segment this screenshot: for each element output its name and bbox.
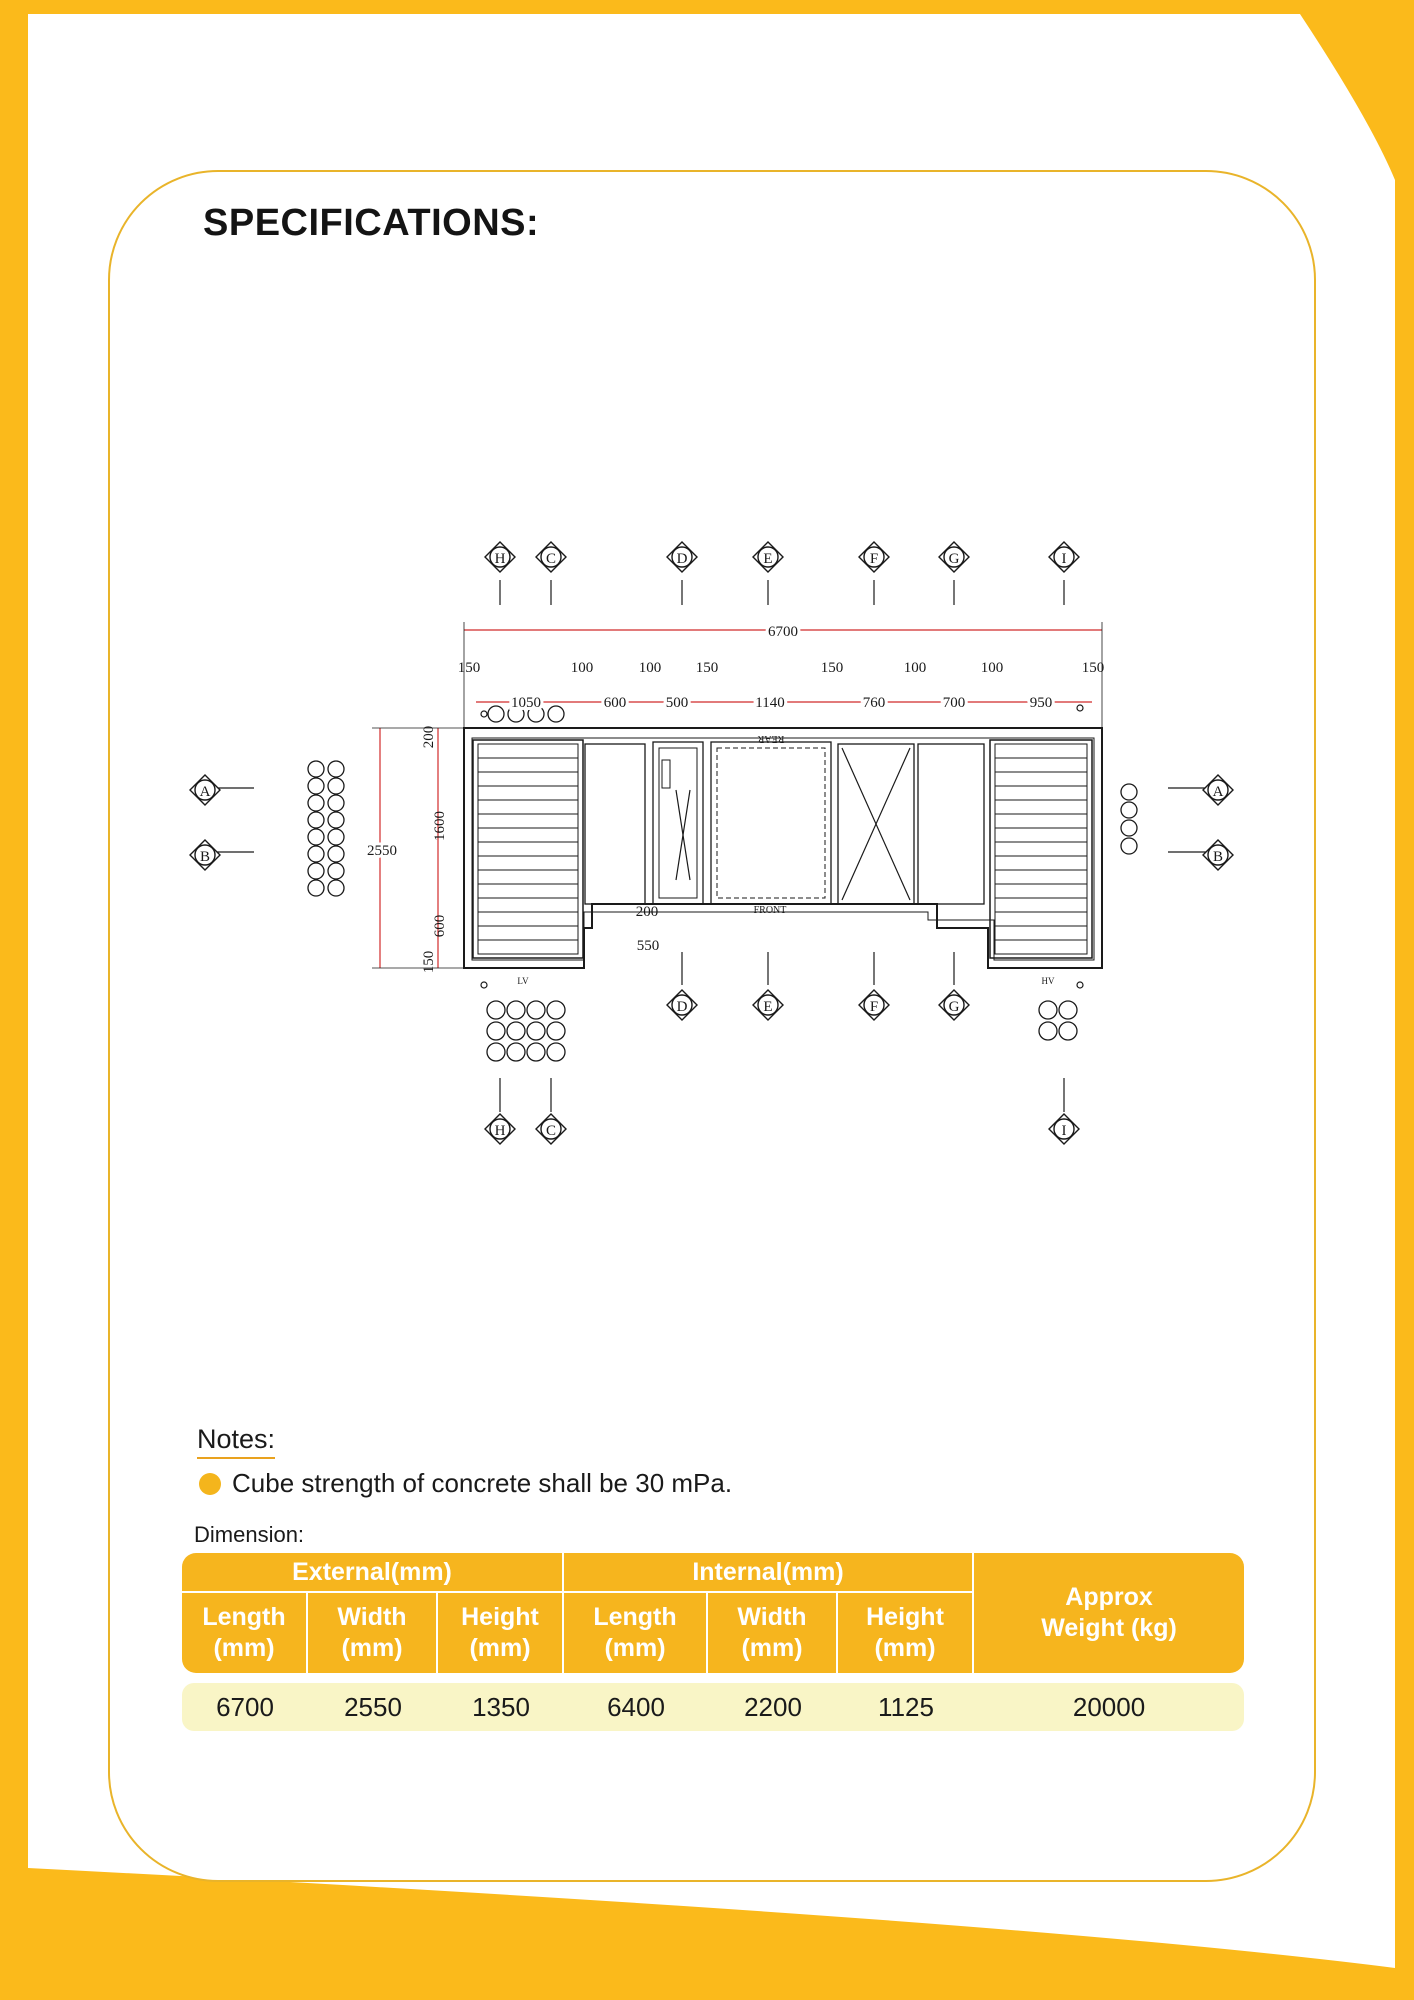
- hv-label: HV: [1042, 976, 1055, 986]
- section-marker-right-a: A: [1213, 784, 1224, 800]
- bottom-depth-label: 550: [637, 938, 660, 954]
- top-offset-label-8: 150: [1082, 660, 1105, 676]
- notes-heading: Notes:: [197, 1424, 276, 1459]
- segment-label-1: 1050: [511, 695, 541, 711]
- internal-height-header: Height (mm): [838, 1593, 975, 1673]
- internal-length-header: Length (mm): [564, 1593, 708, 1673]
- top-offset-label-6: 100: [904, 660, 927, 676]
- internal-width-header: Width (mm): [708, 1593, 838, 1673]
- top-offset-label-5: 150: [821, 660, 844, 676]
- top-offset-label-1: 150: [458, 660, 481, 676]
- section-marker-top-i: I: [1062, 551, 1067, 567]
- top-offset-label-2: 100: [571, 660, 594, 676]
- section-marker-top-g: G: [949, 551, 960, 567]
- section-marker-bottom-h: H: [495, 1123, 506, 1139]
- internal-length-value: 6400: [564, 1683, 708, 1731]
- internal-width-value: 2200: [708, 1683, 838, 1731]
- left-stack-label-3: 600: [432, 915, 448, 938]
- external-length-value: 6700: [182, 1683, 308, 1731]
- top-offset-label-3: 100: [639, 660, 662, 676]
- left-stack-label-2: 1600: [432, 811, 448, 841]
- top-offset-label-7: 100: [981, 660, 1004, 676]
- segment-label-2: 600: [604, 695, 627, 711]
- external-length-header: Length (mm): [182, 1593, 308, 1673]
- left-stack-label-4: 150: [421, 951, 437, 974]
- section-marker-top-d: D: [677, 551, 688, 567]
- bullet-icon: [199, 1472, 221, 1495]
- section-marker-bottom-e: E: [763, 999, 772, 1015]
- external-width-value: 2550: [308, 1683, 438, 1731]
- section-marker-bottom-f: F: [870, 999, 878, 1015]
- internal-group-header: Internal(mm): [564, 1553, 975, 1593]
- section-marker-bottom-d: D: [677, 999, 688, 1015]
- section-marker-left-a: A: [200, 784, 211, 800]
- external-width-header: Width (mm): [308, 1593, 438, 1673]
- internal-height-value: 1125: [838, 1683, 975, 1731]
- overall-width-label: 2550: [367, 843, 397, 859]
- page-title: SPECIFICATIONS:: [203, 202, 540, 244]
- segment-label-7: 950: [1030, 695, 1053, 711]
- segment-label-6: 700: [943, 695, 966, 711]
- note-text: Cube strength of concrete shall be 30 mP…: [232, 1468, 733, 1498]
- external-height-header: Height (mm): [438, 1593, 564, 1673]
- floor-plan-drawing: H C D E F G I A B A B D E F G H C I 6700…: [189, 541, 1234, 1145]
- overall-length-label: 6700: [768, 624, 798, 640]
- segment-label-3: 500: [666, 695, 689, 711]
- rear-label: REAR: [757, 733, 784, 744]
- section-marker-top-f: F: [870, 551, 878, 567]
- dimension-heading: Dimension:: [194, 1522, 305, 1547]
- section-marker-right-b: B: [1213, 849, 1223, 865]
- left-stack-label-1: 200: [421, 726, 437, 749]
- section-marker-top-h: H: [495, 551, 506, 567]
- section-marker-left-b: B: [200, 849, 210, 865]
- top-offset-label-4: 150: [696, 660, 719, 676]
- lv-label: LV: [517, 976, 529, 986]
- section-marker-top-e: E: [763, 551, 772, 567]
- section-marker-top-c: C: [546, 551, 556, 567]
- approx-weight-value: 20000: [974, 1683, 1245, 1731]
- section-marker-bottom-i: I: [1062, 1123, 1067, 1139]
- segment-label-4: 1140: [755, 695, 784, 711]
- note-item: Cube strength of concrete shall be 30 mP…: [199, 1468, 732, 1499]
- bottom-gap-label: 200: [636, 904, 659, 920]
- external-height-value: 1350: [438, 1683, 564, 1731]
- section-marker-bottom-g: G: [949, 999, 960, 1015]
- external-group-header: External(mm): [182, 1553, 564, 1593]
- segment-label-5: 760: [863, 695, 886, 711]
- front-label: FRONT: [754, 905, 787, 916]
- dimension-table: External(mm) Internal(mm) Approx Weight …: [182, 1553, 1245, 1731]
- weight-header: Approx Weight (kg): [974, 1553, 1245, 1673]
- section-marker-bottom-c: C: [546, 1123, 556, 1139]
